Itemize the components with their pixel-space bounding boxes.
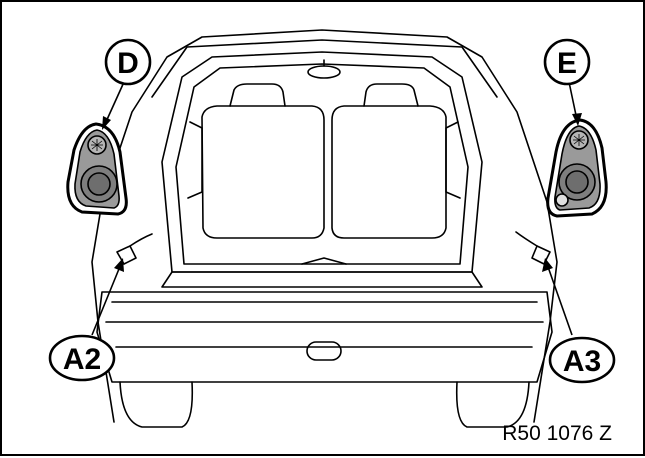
seat-left-side — [187, 121, 203, 199]
leader-a3 — [546, 263, 573, 336]
wheel-left — [119, 381, 194, 428]
leader-d — [104, 81, 125, 125]
leader-a2 — [91, 263, 122, 336]
tailgate-opening-inner — [175, 63, 469, 265]
roof-line — [151, 39, 498, 98]
reference-code: R50 1076 Z — [502, 422, 612, 445]
wire-right — [515, 231, 538, 247]
callout-e: E — [557, 47, 577, 80]
tow-hook-cover — [306, 341, 342, 361]
seat-right-side — [445, 121, 461, 199]
callout-d: D — [117, 47, 139, 80]
wire-left — [129, 233, 153, 247]
latch — [301, 257, 347, 265]
headrest-right — [363, 83, 419, 107]
socket-left — [116, 245, 137, 265]
tail-lamp-d — [66, 122, 128, 216]
arrowhead-a3 — [542, 258, 553, 272]
arrowheads — [102, 113, 582, 272]
rear-bumper — [96, 291, 553, 383]
callout-e-circle — [543, 38, 591, 86]
interior-light — [307, 65, 341, 79]
cargo-sill — [161, 271, 483, 288]
arrowhead-e — [572, 113, 582, 126]
headrest-left — [229, 83, 286, 107]
callout-d-circle — [104, 38, 152, 86]
callout-a2-circle — [48, 334, 116, 382]
callout-a2: A2 — [63, 343, 101, 376]
car-body-outline — [91, 29, 558, 423]
tailgate-opening — [161, 51, 483, 273]
leader-lines — [91, 81, 578, 336]
seat-left — [201, 105, 325, 239]
seat-right — [331, 105, 447, 239]
arrowhead-a2 — [114, 258, 124, 272]
callout-a3-circle — [548, 336, 616, 384]
tail-lamp-e — [546, 118, 608, 218]
arrowhead-d — [102, 116, 111, 130]
wheel-right — [455, 381, 530, 428]
callout-a3: A3 — [563, 345, 601, 378]
